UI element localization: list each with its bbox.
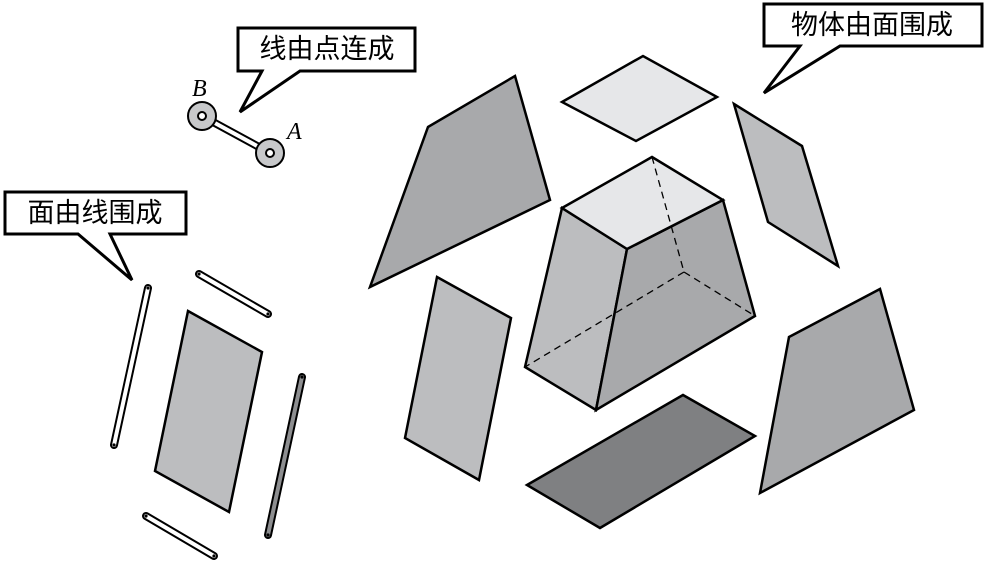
callout-faces-to-solid: 物体由面围成	[762, 2, 984, 95]
callout-label: 物体由面围成	[791, 10, 953, 41]
callout-bubble	[762, 2, 984, 95]
rod-bottom	[142, 512, 218, 560]
rod-right	[264, 373, 306, 539]
face-back-left	[367, 74, 552, 290]
point-a-label: A	[285, 119, 302, 145]
face-left	[403, 275, 513, 482]
callout-label: 面由线围成	[28, 198, 163, 229]
callout-points-to-line: 线由点连成	[236, 26, 417, 114]
line-ab: B A	[187, 76, 302, 168]
point-b-label: B	[192, 76, 207, 102]
callout-label: 线由点连成	[260, 34, 395, 65]
face-right	[758, 287, 916, 496]
hidden-edges	[524, 156, 756, 368]
face-from-lines	[153, 309, 264, 514]
frustum-solid	[523, 155, 757, 413]
rod-left	[110, 284, 152, 449]
solid-top-face	[559, 155, 726, 251]
face-bottom	[524, 393, 758, 530]
callout-bubble	[3, 190, 188, 282]
face-top	[559, 54, 720, 143]
callout-bubble	[236, 26, 417, 114]
callout-lines-to-face: 面由线围成	[3, 190, 188, 282]
rod-top	[195, 270, 272, 318]
face-back-right	[731, 101, 841, 269]
